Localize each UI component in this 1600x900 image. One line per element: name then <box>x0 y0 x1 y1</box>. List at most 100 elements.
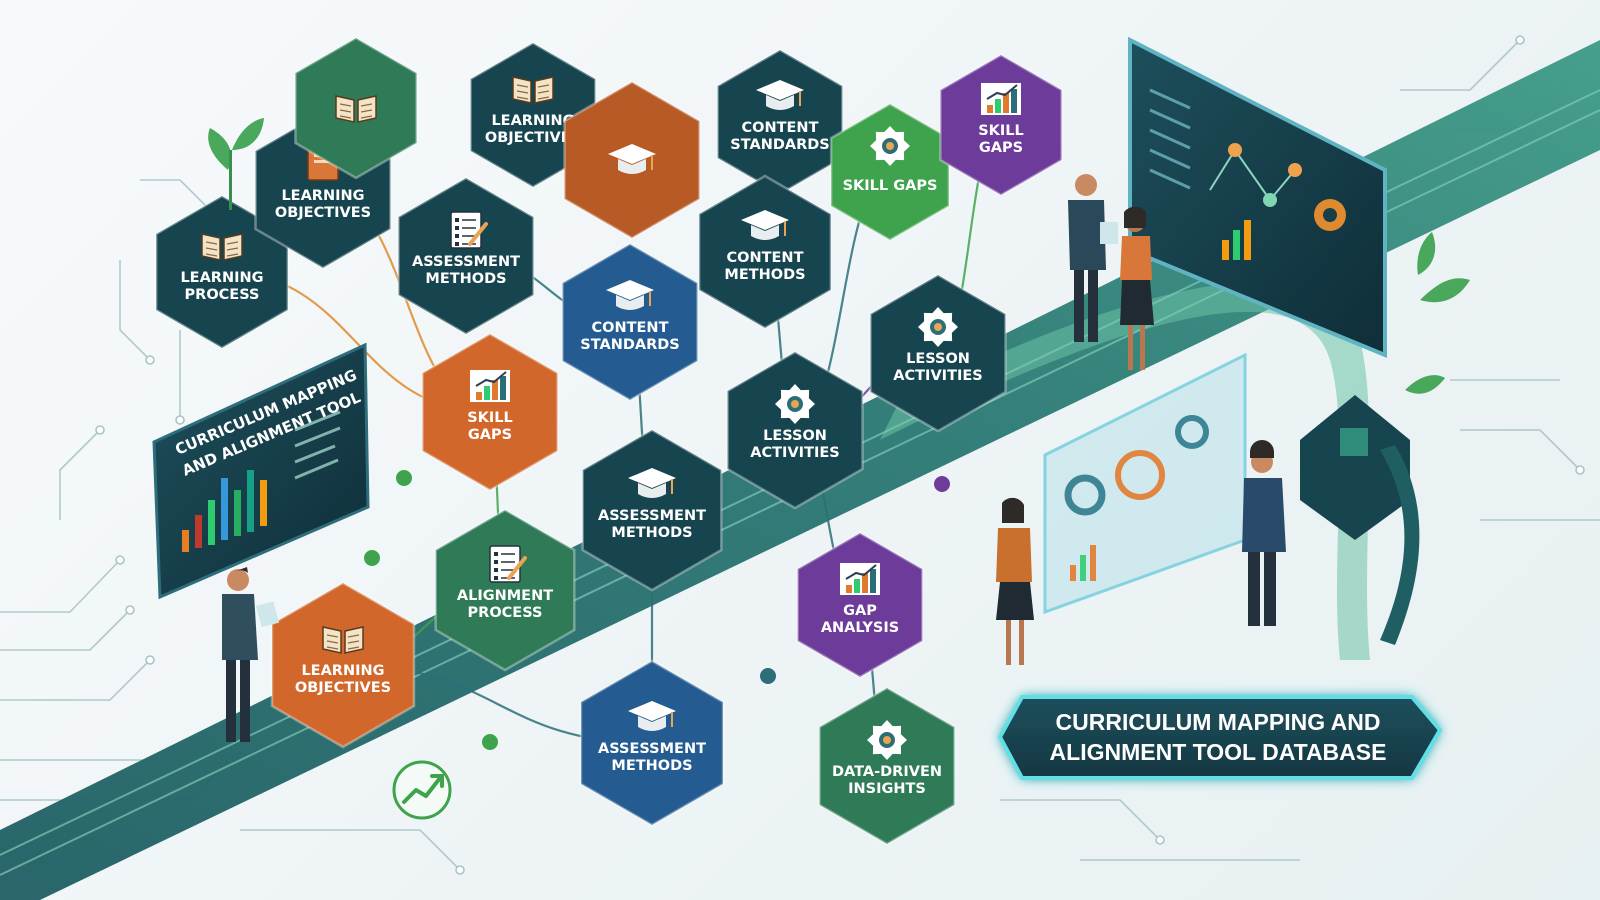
node-layer: LEARNINGPROCESSLEARNINGOBJECTIVESLEARNIN… <box>154 36 1063 846</box>
graduation-cap-icon <box>741 210 789 240</box>
person-woman-bottom <box>996 497 1034 665</box>
node-label: LEARNING <box>180 270 263 286</box>
open-book-icon <box>322 626 364 654</box>
node-hexagon <box>469 41 597 189</box>
node-n3[interactable] <box>294 36 418 180</box>
right-dashboard-screen <box>1128 36 1387 358</box>
node-label: OBJECTIVES <box>295 680 391 696</box>
node-label: SKILL <box>467 410 513 426</box>
screen-bar-chart <box>182 470 267 552</box>
person-woman-top <box>1120 206 1154 370</box>
node-hexagon <box>579 659 725 827</box>
node-hexagon <box>869 273 1007 433</box>
node-label: DATA-DRIVEN <box>832 764 942 780</box>
graduation-cap-icon <box>628 701 676 731</box>
person-standing-left <box>222 567 280 742</box>
node-label: STANDARDS <box>730 137 829 153</box>
left-screen-panel: CURRICULUM MAPPING AND ALIGNMENT TOOL <box>152 342 370 600</box>
plant-sprout-right <box>1405 232 1470 394</box>
node-label: ASSESSMENT <box>598 741 706 757</box>
graduation-cap-icon <box>756 80 804 110</box>
plant-sprout-left <box>208 118 264 210</box>
node-label: ACTIVITIES <box>893 368 982 384</box>
node-label: GAPS <box>979 140 1023 156</box>
clipboard-icon <box>489 545 527 583</box>
node-hexagon <box>421 332 559 492</box>
gear-icon <box>775 384 815 424</box>
node-label: OBJECTIVES <box>275 205 371 221</box>
checklist-icon <box>450 211 488 249</box>
node-label: LESSON <box>906 351 970 367</box>
node-label: LESSON <box>763 428 827 444</box>
node-label: METHODS <box>425 271 506 287</box>
node-label: SKILL GAPS <box>843 178 938 194</box>
node-label: METHODS <box>611 525 692 541</box>
node-label: OBJECTIVES <box>485 130 581 146</box>
node-label: GAP <box>843 603 877 619</box>
node-hexagon <box>697 174 833 330</box>
person-man-top <box>1068 174 1118 342</box>
node-label: SKILL <box>978 123 1024 139</box>
node-n8[interactable]: SKILL GAPS <box>829 102 951 242</box>
node-label: PROCESS <box>185 287 260 303</box>
node-hexagon <box>294 36 418 180</box>
node-label: ASSESSMENT <box>598 508 706 524</box>
node-hexagon <box>939 53 1063 197</box>
node-label: LEARNING <box>281 188 364 204</box>
gear-icon <box>918 307 958 347</box>
node-label: GAPS <box>468 427 512 443</box>
dashboard-gear-icon <box>1314 199 1346 231</box>
connector-dot <box>760 668 776 684</box>
open-book-icon <box>335 95 377 123</box>
holographic-screen <box>1043 352 1247 615</box>
title-banner <box>997 695 1443 780</box>
chart-icon <box>840 563 880 595</box>
node-hexagon <box>581 428 723 592</box>
title-line1: CURRICULUM MAPPING AND <box>1056 709 1381 735</box>
node-hexagon <box>796 531 924 679</box>
node-hexagon <box>829 102 951 242</box>
node-hexagon <box>397 176 535 336</box>
graduation-cap-icon <box>606 280 654 310</box>
graduation-cap-icon <box>628 468 676 498</box>
cube-hex-panel <box>1300 395 1420 645</box>
node-label: CONTENT <box>592 320 669 336</box>
node-label: ALIGNMENT <box>457 588 553 604</box>
connector-dot <box>396 470 412 486</box>
node-label: ASSESSMENT <box>412 254 520 270</box>
chart-icon <box>470 370 510 402</box>
graduation-cap-icon <box>608 144 656 174</box>
node-n6[interactable] <box>563 80 701 240</box>
node-label: CONTENT <box>727 250 804 266</box>
node-label: LEARNING <box>491 113 574 129</box>
person-man-bottom <box>1242 440 1286 626</box>
title-line2: ALIGNMENT TOOL DATABASE <box>1050 739 1387 765</box>
connector-dot <box>364 550 380 566</box>
node-label: STANDARDS <box>580 337 679 353</box>
gear-icon <box>870 126 910 166</box>
node-label: PROCESS <box>468 605 543 621</box>
open-book-icon <box>512 76 554 104</box>
book-icon <box>201 233 243 261</box>
connector-dot <box>482 734 498 750</box>
node-label: LEARNING <box>301 663 384 679</box>
growth-badge <box>392 760 452 820</box>
node-label: CONTENT <box>742 120 819 136</box>
